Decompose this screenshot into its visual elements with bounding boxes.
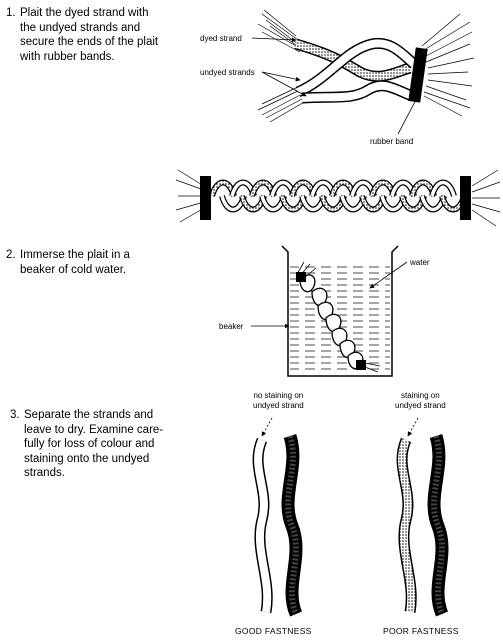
long-plait-fibres-left — [175, 169, 205, 223]
step-1: 1. Plait the dyed strand with the undyed… — [6, 6, 216, 68]
label-staining: staining on undyed strand — [395, 391, 446, 410]
caption-good-fastness: GOOD FASTNESS — [235, 626, 312, 636]
plait-diagram-long — [175, 169, 501, 227]
beaker-outline — [281, 245, 399, 377]
label-dyed-strand: dyed strand — [200, 34, 242, 43]
braid-link-upper-fill — [430, 180, 456, 197]
step-2-number: 2. — [6, 249, 16, 261]
label-undyed-strands: undyed strands — [200, 68, 255, 77]
step-2: 2. Immerse the plait in a beaker of cold… — [6, 248, 206, 282]
label-water: water — [410, 258, 430, 267]
step-3: 3. Separate the strands and leave to dry… — [10, 408, 210, 486]
rubber-band-right — [460, 176, 471, 220]
beaker-plait — [299, 274, 364, 370]
plait-diagram-top — [251, 9, 475, 135]
rubber-band-top — [408, 47, 428, 103]
frayed-fibres-right — [421, 13, 475, 117]
label-beaker: beaker — [219, 322, 244, 331]
frayed-fibres-left — [257, 9, 307, 123]
long-plait-fibres-right — [471, 169, 501, 227]
beaker-band-bottom — [356, 360, 366, 370]
label-no-staining: no staining on undyed strand — [253, 391, 304, 410]
rubber-band-left — [200, 176, 211, 220]
beaker-band-top — [296, 272, 306, 282]
label-rubber-band: rubber band — [370, 137, 414, 146]
step-1-number: 1. — [6, 7, 16, 19]
beaker-diagram — [251, 245, 408, 377]
step-3-text: Separate the strands and leave to dry. E… — [24, 409, 164, 479]
caption-poor-fastness: POOR FASTNESS — [383, 626, 459, 636]
step-1-text: Plait the dyed strand with the undyed st… — [20, 7, 159, 63]
step-3-number: 3. — [10, 409, 20, 421]
strands-diagram — [252, 417, 449, 617]
step-2-text: Immerse the plait in a beaker of cold wa… — [20, 249, 130, 276]
